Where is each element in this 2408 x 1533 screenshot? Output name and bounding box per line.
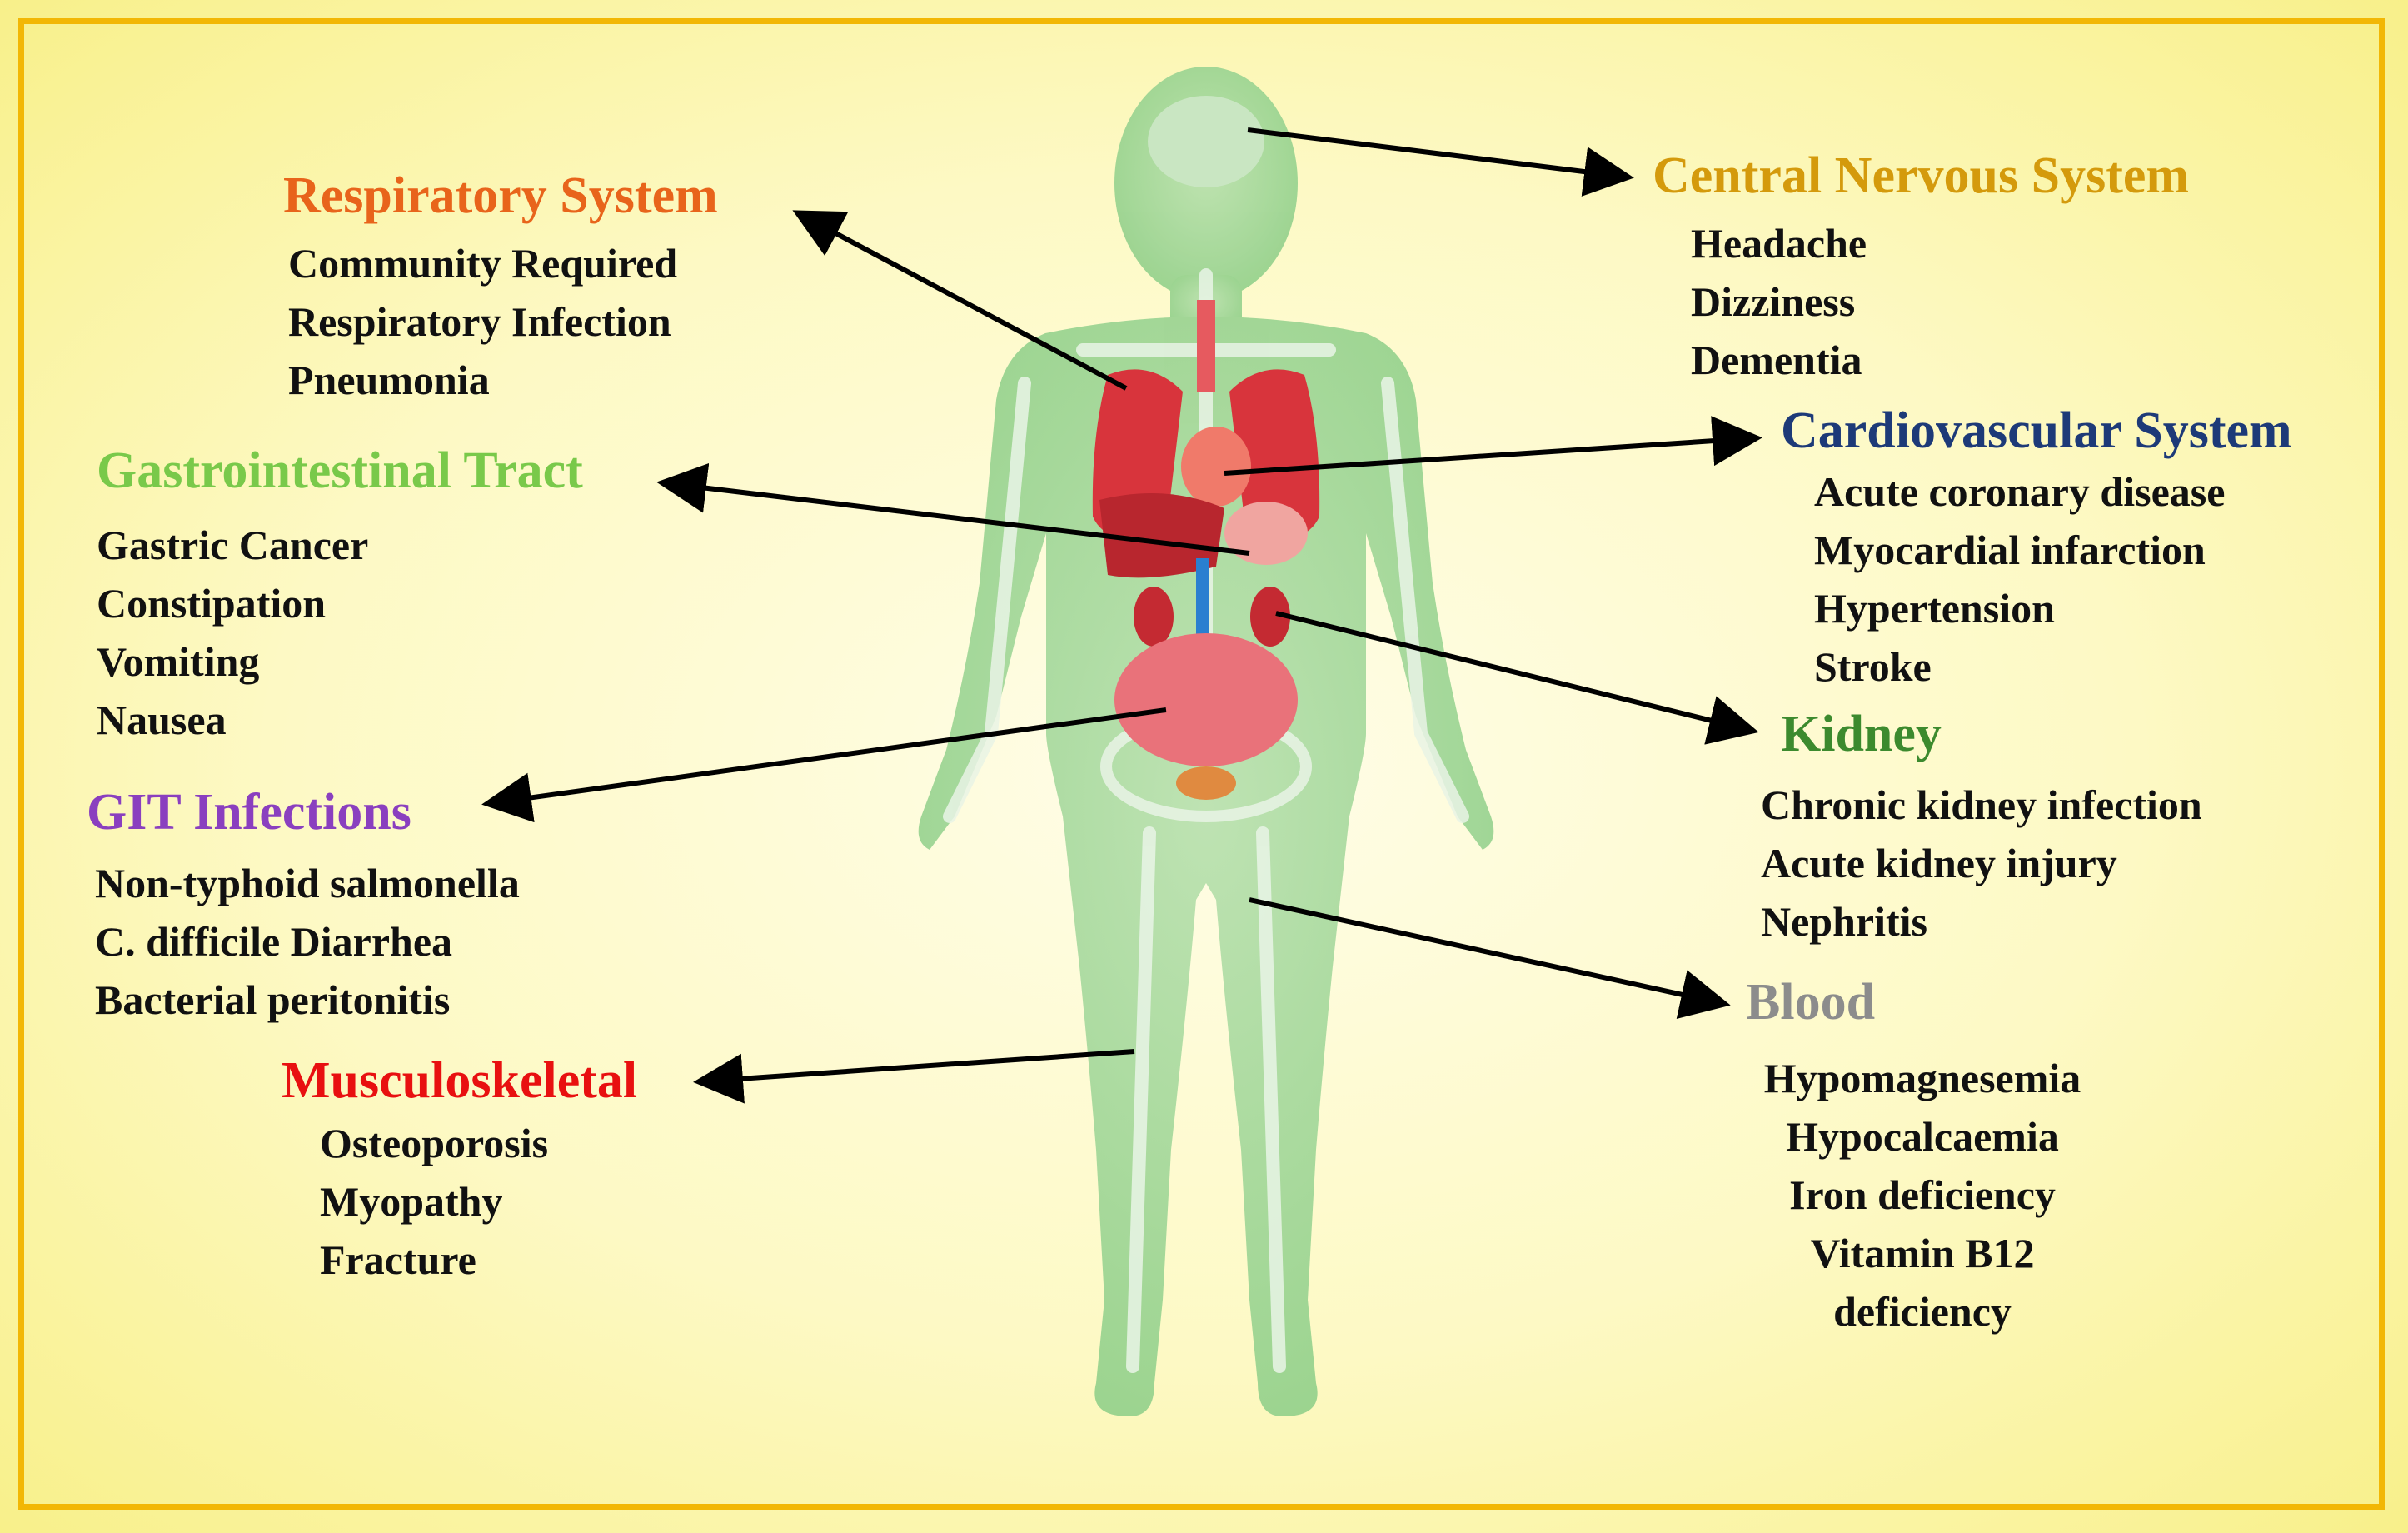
arrow-respiratory <box>792 210 1128 391</box>
musculoskeletal-items: Osteoporosis Myopathy Fracture <box>320 1114 637 1289</box>
intestines <box>1114 633 1298 766</box>
cardiovascular-group: Cardiovascular System Acute coronary dis… <box>1781 402 2292 696</box>
list-item: Chronic kidney infection <box>1761 781 2202 829</box>
list-item: deficiency <box>1833 1288 2012 1336</box>
list-item: Pneumonia <box>288 357 490 404</box>
list-item: Vomiting <box>97 638 260 686</box>
cardiovascular-items: Acute coronary disease Myocardial infarc… <box>1814 462 2292 696</box>
list-item: Respiratory Infection <box>288 298 671 346</box>
list-item: Hypocalcaemia <box>1786 1113 2059 1161</box>
list-item: Bacterial peritonitis <box>95 976 451 1024</box>
arrow-blood <box>1249 897 1731 1020</box>
list-item: Vitamin B12 <box>1810 1230 2035 1277</box>
blood-group: Blood Hypomagnesemia Hypocalcaemia Iron … <box>1746 973 2114 1341</box>
list-item: Non-typhoid salmonella <box>95 860 520 907</box>
blood-items: Hypomagnesemia Hypocalcaemia Iron defici… <box>1731 1049 2114 1341</box>
list-item: Acute coronary disease <box>1814 468 2226 516</box>
musculoskeletal-heading: Musculoskeletal <box>282 1052 638 1109</box>
gastrointestinal-heading: Gastrointestinal Tract <box>97 442 583 499</box>
list-item: Fracture <box>320 1236 476 1284</box>
heart <box>1181 427 1251 507</box>
arrow-cardiovascular <box>1224 416 1762 476</box>
git-infections-heading: GIT Infections <box>87 784 411 841</box>
git-infections-group: GIT Infections Non-typhoid salmonella C.… <box>87 783 520 1029</box>
blood-heading: Blood <box>1746 974 1876 1031</box>
list-item: Nausea <box>97 697 227 744</box>
central-nervous-items: Headache Dizziness Dementia <box>1691 214 2189 389</box>
kidney-items: Chronic kidney infection Acute kidney in… <box>1761 776 2202 951</box>
arrow-git-infections <box>481 707 1167 823</box>
bladder <box>1176 766 1236 800</box>
list-item: Myocardial infarction <box>1814 527 2206 574</box>
brain <box>1148 96 1264 187</box>
arrow-gastrointestinal <box>656 462 1250 556</box>
list-item: Myopathy <box>320 1178 503 1226</box>
central-nervous-group: Central Nervous System Headache Dizzines… <box>1653 147 2189 389</box>
respiratory-items: Community Required Respiratory Infection… <box>288 234 718 409</box>
list-item: Gastric Cancer <box>97 522 369 569</box>
arrow-kidney <box>1275 611 1759 745</box>
musculoskeletal-group: Musculoskeletal Osteoporosis Myopathy Fr… <box>282 1051 637 1289</box>
list-item: Headache <box>1691 220 1867 267</box>
list-item: Iron deficiency <box>1789 1171 2056 1219</box>
respiratory-heading: Respiratory System <box>283 167 718 224</box>
list-item: Hypomagnesemia <box>1763 1055 2081 1102</box>
arrows <box>481 127 1762 1104</box>
gastrointestinal-group: Gastrointestinal Tract Gastric Cancer Co… <box>97 442 583 749</box>
kidney-left <box>1134 587 1174 647</box>
list-item: Osteoporosis <box>320 1120 549 1167</box>
kidney-group: Kidney Chronic kidney infection Acute ki… <box>1761 705 2202 951</box>
gastrointestinal-items: Gastric Cancer Constipation Vomiting Nau… <box>97 516 583 749</box>
list-item: Dizziness <box>1691 278 1856 326</box>
list-item: Stroke <box>1814 643 1932 691</box>
arrow-central-nervous <box>1247 127 1634 197</box>
git-infections-items: Non-typhoid salmonella C. difficile Diar… <box>95 854 520 1029</box>
list-item: C. difficile Diarrhea <box>95 918 453 966</box>
central-nervous-heading: Central Nervous System <box>1653 147 2190 204</box>
kidney-right <box>1250 587 1290 647</box>
liver <box>1099 493 1224 578</box>
respiratory-group: Respiratory System Community Required Re… <box>283 167 718 409</box>
arrow-musculoskeletal <box>693 1049 1135 1104</box>
list-item: Hypertension <box>1814 585 2055 632</box>
stomach <box>1224 502 1308 565</box>
list-item: Dementia <box>1691 337 1862 384</box>
list-item: Constipation <box>97 580 327 627</box>
list-item: Nephritis <box>1761 898 1927 946</box>
kidney-heading: Kidney <box>1781 706 1942 762</box>
trachea <box>1197 300 1215 392</box>
list-item: Community Required <box>288 240 678 287</box>
organs <box>1092 96 1320 800</box>
cardiovascular-heading: Cardiovascular System <box>1781 402 2292 459</box>
list-item: Acute kidney injury <box>1761 840 2117 887</box>
